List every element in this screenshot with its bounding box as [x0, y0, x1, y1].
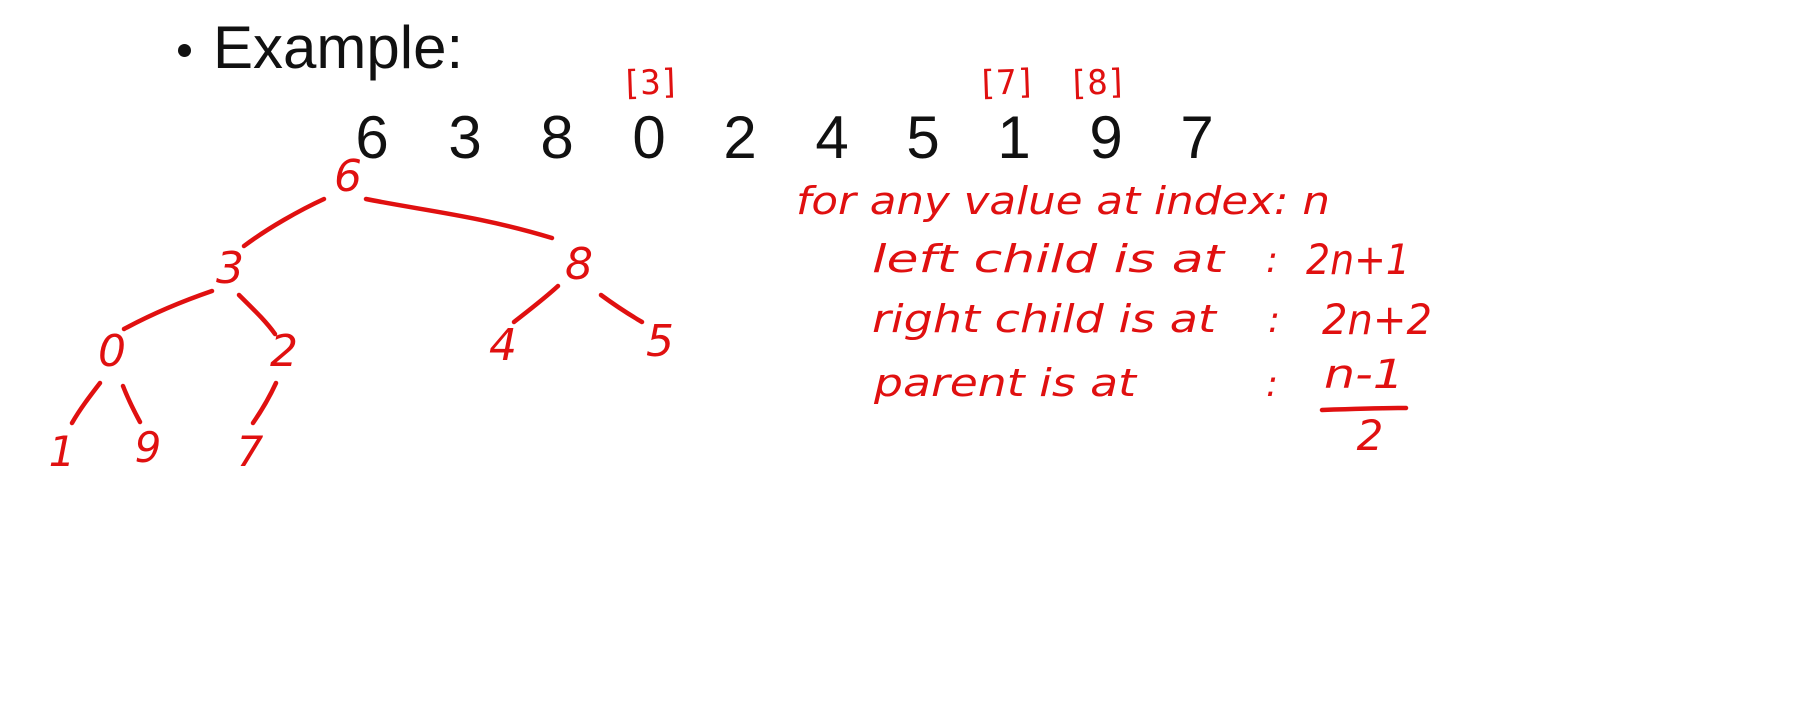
- tree-edge: [241, 196, 327, 249]
- array-value: 4: [815, 104, 849, 171]
- parent-separator: :: [1266, 364, 1278, 405]
- array-value: 7: [1180, 104, 1214, 171]
- parent-label: parent is at: [873, 361, 1139, 405]
- tree-node: 1: [49, 427, 76, 476]
- array-value: 6: [355, 104, 389, 171]
- tree-edge: [120, 383, 143, 425]
- tree-node: 2: [270, 326, 298, 377]
- array-value: 9: [1089, 104, 1123, 171]
- tree-node: 8: [565, 239, 593, 290]
- tree-edges: [69, 196, 1409, 426]
- tree-node: 4: [489, 320, 517, 371]
- right-child-label: right child is at: [872, 297, 1219, 341]
- left-child-separator: :: [1266, 240, 1278, 281]
- parent-numerator: n-1: [1324, 352, 1404, 398]
- notes-header: for any value at index: n: [796, 179, 1330, 223]
- example-bullet: Example:: [178, 18, 463, 78]
- tree-edge: [363, 196, 555, 241]
- tree-node: 7: [237, 427, 264, 476]
- tree-node: 6: [334, 151, 362, 202]
- array-row: 6 3 8 0 2 4 5 1 9 7 [3] [7] [8]: [0, 0, 1814, 180]
- tree-edge: [236, 292, 278, 337]
- left-child-formula: 2n+1: [1306, 235, 1410, 284]
- array-value: 0: [632, 104, 666, 171]
- left-child-label: left child is at: [872, 237, 1227, 281]
- tree-node: 3: [216, 243, 244, 294]
- tree-edge: [121, 288, 215, 332]
- right-child-separator: :: [1268, 300, 1280, 341]
- tree-node: 0: [98, 326, 126, 377]
- tree-node: 9: [135, 423, 162, 472]
- array-value: 2: [723, 104, 757, 171]
- tree-edge: [69, 380, 103, 426]
- formula-notes: for any value at index: n left child is …: [796, 179, 1432, 460]
- tree-edge: [598, 292, 645, 325]
- parent-denominator: 2: [1357, 411, 1384, 460]
- array-value: 3: [448, 104, 482, 171]
- example-heading: Example:: [213, 14, 464, 81]
- tree-edge: [250, 380, 279, 426]
- array-value: 1: [997, 104, 1031, 171]
- array-value: 5: [906, 104, 940, 171]
- tree-nodes: 6 3 8 0 2 4 5 1 9 7: [49, 151, 674, 476]
- bullet-dot: [178, 43, 191, 57]
- fraction-bar: [1319, 405, 1409, 413]
- array-value: 8: [540, 104, 574, 171]
- right-child-formula: 2n+2: [1322, 295, 1432, 344]
- tree-edge: [511, 283, 561, 325]
- tree-node: 5: [646, 316, 674, 367]
